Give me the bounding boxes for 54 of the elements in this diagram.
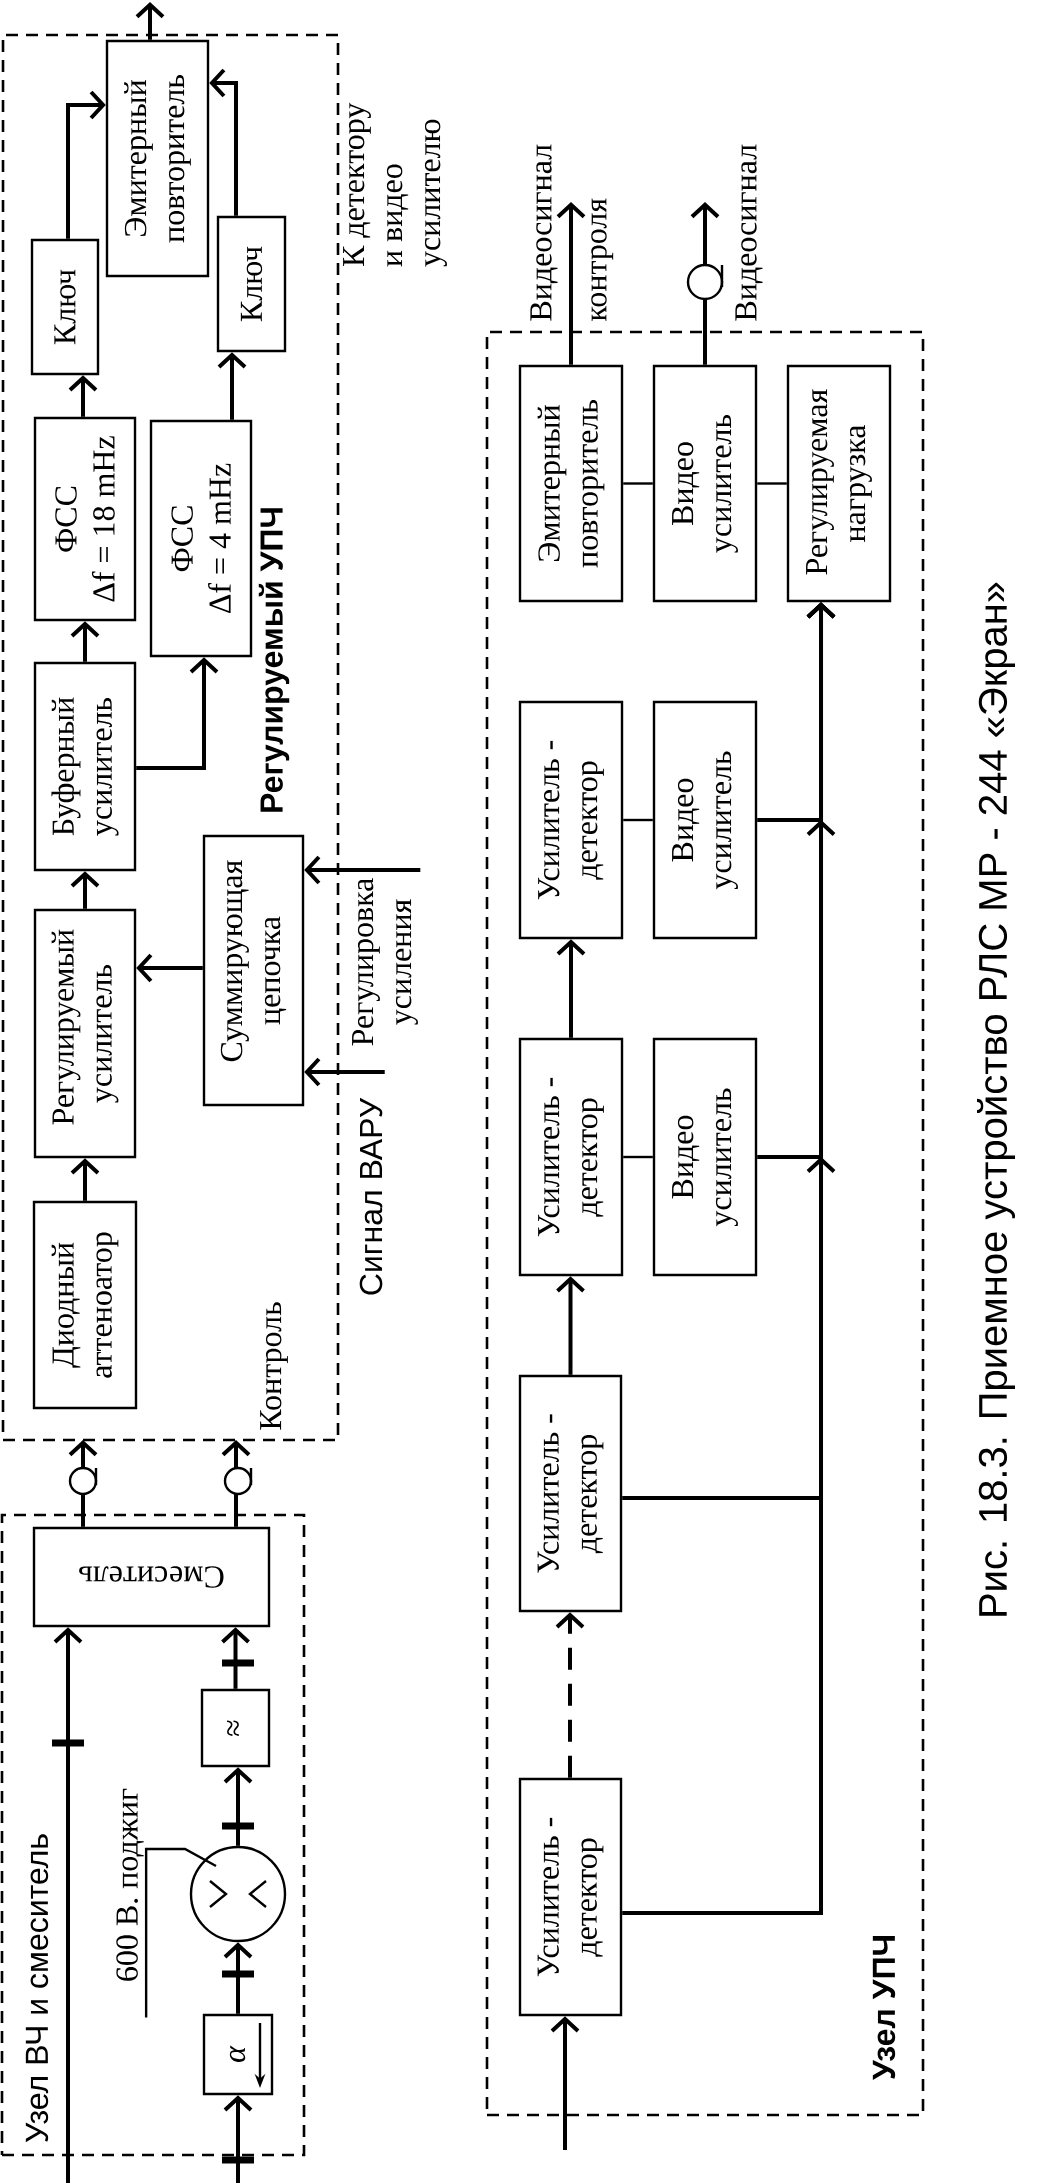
arrow bbox=[209, 68, 238, 216]
arrow bbox=[136, 657, 219, 770]
figure-caption: Рис. 18.3. Приемное устройство РЛС МР - 244 «Экран» bbox=[977, 582, 1015, 1616]
block-box: Регулируемый усилитель bbox=[33, 908, 137, 1159]
arrow bbox=[66, 90, 106, 239]
block-box: Ключ bbox=[30, 238, 100, 376]
block-box: ФСС Δf = 4 mHz bbox=[149, 419, 253, 658]
note-text: 600 В. поджиг bbox=[116, 1788, 144, 1981]
block-box: Регулируемая нагрузка bbox=[786, 364, 892, 603]
block-box: Видео усилитель bbox=[652, 700, 758, 940]
block-box: Эмитерный повторитель bbox=[518, 364, 624, 603]
block-box: Усилитель - детектор bbox=[518, 1374, 623, 1613]
connector-line bbox=[623, 818, 653, 822]
block-box: α bbox=[202, 2013, 274, 2096]
arrow bbox=[555, 1612, 585, 1778]
arrow bbox=[556, 202, 586, 365]
note-text: Сигнал ВАРУ bbox=[359, 1097, 383, 1295]
note-text: Видеосигнал bbox=[735, 144, 763, 321]
connector-line bbox=[623, 482, 653, 485]
block-box: Буферный усилитель bbox=[33, 661, 137, 872]
arrow bbox=[221, 1627, 250, 1689]
block-box: Усилитель - детектор bbox=[518, 1777, 623, 2017]
signal-label: Контроль bbox=[260, 1302, 288, 1430]
block-box: Эмитерный повторитель bbox=[105, 39, 210, 278]
arrow bbox=[217, 352, 247, 420]
group-title: Регулируемый УПЧ bbox=[258, 508, 290, 812]
magnetron-symbol bbox=[189, 1845, 287, 1943]
block-box: Смеситель bbox=[32, 1526, 271, 1628]
leader-line bbox=[144, 1847, 217, 2018]
arrow bbox=[556, 939, 586, 1038]
block-box: Усилитель - детектор bbox=[518, 700, 624, 940]
arrow bbox=[136, 953, 203, 983]
block-box: Видео усилитель bbox=[652, 1037, 758, 1277]
block-box: ФСС Δf = 18 mHz bbox=[33, 416, 137, 622]
block-box: Ключ bbox=[216, 215, 287, 353]
block-box: ≈ bbox=[200, 1688, 271, 1768]
arrow bbox=[223, 1767, 253, 1846]
arrow bbox=[304, 1057, 385, 1087]
arrow bbox=[622, 602, 836, 1915]
arrow bbox=[556, 1276, 585, 1375]
group-title: Узел УПЧ bbox=[872, 1936, 896, 2081]
signal-label: К детектору и видео усилителю bbox=[343, 102, 447, 267]
block-box: Диодный аттеноатор bbox=[32, 1200, 138, 1410]
block-box: Усилитель - детектор bbox=[518, 1037, 624, 1277]
note-text: Видеосигнал контроля bbox=[530, 144, 614, 322]
arrow bbox=[223, 1942, 253, 2014]
connector-line bbox=[623, 1155, 653, 1159]
arrow bbox=[550, 2016, 580, 2150]
block-box: Видео усилитель bbox=[652, 364, 758, 603]
arrow bbox=[223, 2095, 253, 2183]
arrow bbox=[304, 855, 421, 885]
arrow bbox=[53, 1627, 83, 2183]
connector-line bbox=[757, 482, 787, 485]
group-title: Узел ВЧ и смеситель bbox=[25, 1834, 49, 2143]
